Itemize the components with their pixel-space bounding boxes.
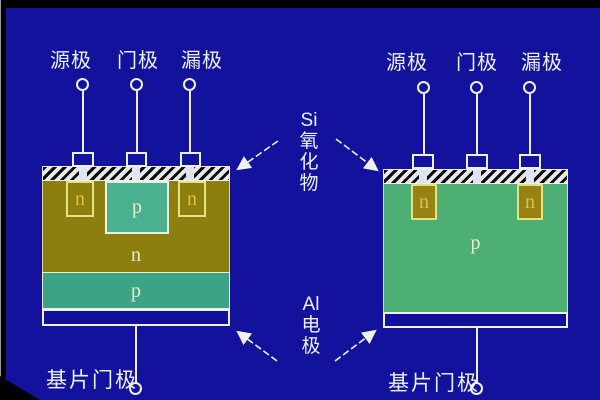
left-source-label: 源极 bbox=[50, 50, 92, 72]
al-electrode-line-1: Al bbox=[302, 294, 320, 315]
bottom-left-corner bbox=[0, 376, 40, 400]
left-drain-wire bbox=[189, 91, 191, 153]
left-body-letter: n bbox=[131, 244, 141, 266]
left-substrate-terminal-circle bbox=[129, 382, 142, 395]
right-gate-via bbox=[473, 170, 481, 183]
left-drain-well-letter: n bbox=[187, 188, 197, 210]
right-source-wire bbox=[423, 94, 425, 154]
right-source-n-well bbox=[411, 184, 437, 220]
right-gate-wire bbox=[476, 94, 478, 154]
right-drain-contact bbox=[519, 154, 541, 169]
si-oxide-line-1: Si bbox=[300, 110, 318, 131]
left-drain-contact bbox=[180, 152, 201, 167]
left-drain-via bbox=[186, 167, 194, 180]
left-gate-via bbox=[132, 167, 140, 180]
left-gate-terminal-circle bbox=[130, 78, 143, 91]
si-oxide-line-2: 氧 bbox=[299, 131, 319, 152]
arrow-oxide-to-right-device bbox=[335, 138, 379, 172]
right-source-label: 源极 bbox=[386, 52, 428, 74]
right-al-electrode-layer bbox=[383, 312, 568, 328]
left-source-n-well bbox=[66, 181, 94, 217]
right-substrate-terminal-circle bbox=[470, 382, 483, 395]
right-drain-label: 漏极 bbox=[521, 52, 563, 74]
right-drain-via bbox=[526, 170, 534, 183]
al-electrode-line-2: 电 bbox=[301, 315, 321, 336]
left-substrate-wire bbox=[135, 326, 137, 383]
arrow-electrode-to-right-device bbox=[334, 329, 377, 362]
right-drain-terminal-circle bbox=[523, 81, 536, 94]
right-drain-wire bbox=[529, 94, 531, 154]
left-border bbox=[0, 0, 6, 400]
left-substrate-letter: p bbox=[131, 280, 141, 302]
left-source-terminal-circle bbox=[76, 78, 89, 91]
left-al-electrode-layer bbox=[42, 309, 230, 326]
right-drain-well-letter: n bbox=[525, 191, 535, 213]
left-channel-p-well bbox=[105, 181, 169, 234]
right-gate-contact bbox=[466, 154, 488, 169]
si-oxide-line-3: 化 bbox=[299, 152, 319, 173]
left-channel-well-letter: p bbox=[132, 196, 142, 218]
right-substrate-label: 基片门极 bbox=[388, 372, 480, 395]
left-source-contact bbox=[72, 152, 94, 167]
si-oxide-line-4: 物 bbox=[299, 173, 319, 194]
right-substrate-wire bbox=[476, 328, 478, 383]
top-border bbox=[0, 0, 600, 8]
right-body-letter: p bbox=[470, 232, 481, 254]
right-gate-terminal-circle bbox=[470, 81, 483, 94]
left-drain-n-well bbox=[178, 181, 206, 217]
left-source-wire bbox=[82, 91, 84, 153]
right-source-well-letter: n bbox=[419, 191, 429, 213]
left-gate-label: 门极 bbox=[117, 50, 159, 72]
left-drain-label: 漏极 bbox=[181, 50, 223, 72]
si-oxide-annotation: Si 氧 化 物 bbox=[296, 110, 322, 194]
right-source-terminal-circle bbox=[417, 81, 430, 94]
arrow-oxide-to-left-device bbox=[236, 140, 279, 171]
left-drain-terminal-circle bbox=[183, 78, 196, 91]
arrow-electrode-to-left-device bbox=[236, 330, 278, 362]
right-source-via bbox=[419, 170, 427, 183]
left-gate-contact bbox=[126, 152, 147, 167]
left-p-substrate-layer bbox=[42, 272, 230, 309]
right-drain-n-well bbox=[517, 184, 543, 220]
left-source-well-letter: n bbox=[75, 188, 85, 210]
right-source-contact bbox=[412, 154, 434, 169]
right-gate-label: 门极 bbox=[456, 52, 498, 74]
al-electrode-line-3: 极 bbox=[301, 336, 321, 357]
left-substrate-label: 基片门极 bbox=[46, 369, 138, 392]
left-gate-wire bbox=[136, 91, 138, 153]
al-electrode-annotation: Al 电 极 bbox=[298, 294, 324, 357]
left-source-via bbox=[79, 167, 87, 180]
